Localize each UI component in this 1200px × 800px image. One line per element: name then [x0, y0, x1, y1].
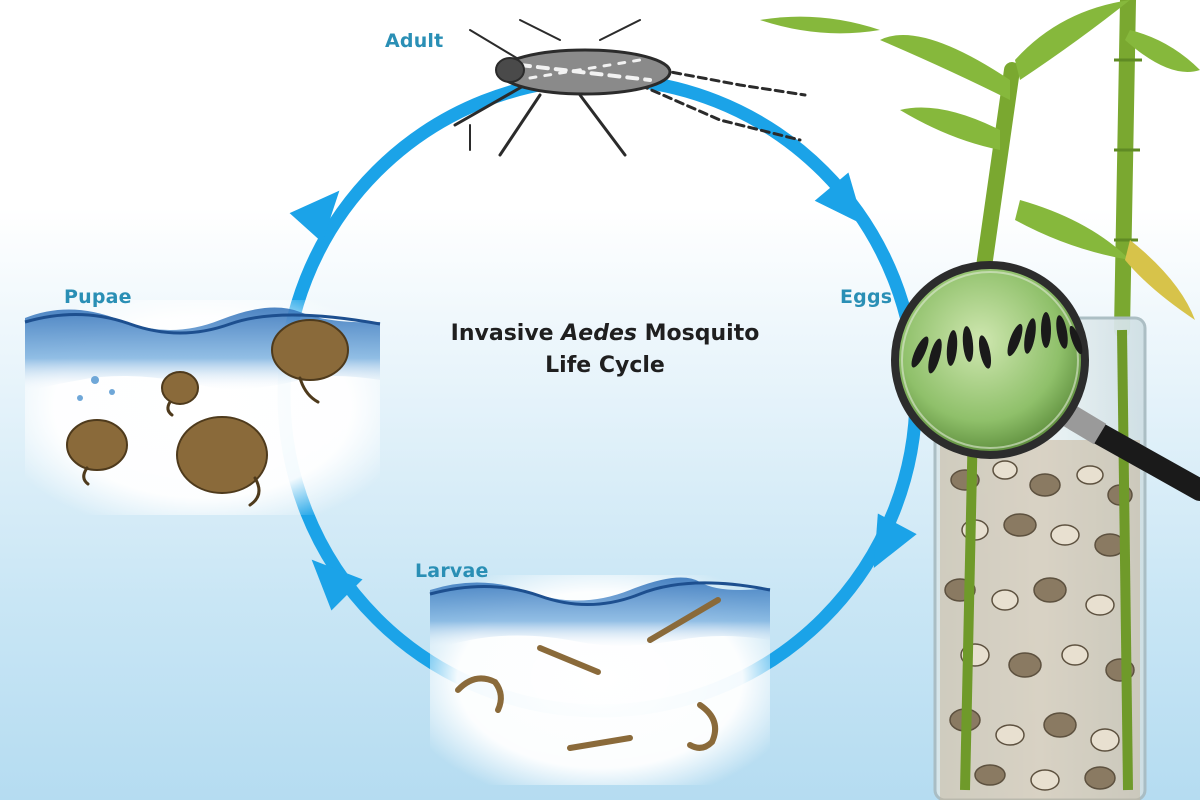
title-suffix: Mosquito — [636, 321, 760, 346]
cycle-arrow-to-eggs — [814, 172, 864, 225]
magnifier-eggs-image — [891, 261, 1200, 501]
title-prefix: Invasive — [450, 321, 562, 346]
cycle-arrow-to-larvae — [873, 513, 917, 568]
adult-mosquito-image — [453, 19, 807, 157]
cycle-arrow-to-pupae — [311, 559, 363, 611]
title-line2: Life Cycle — [545, 353, 665, 378]
title-genus: Aedes — [561, 321, 637, 346]
diagram-title: Invasive Aedes Mosquito Life Cycle — [405, 318, 805, 382]
cycle-arrow-to-adult — [289, 190, 340, 243]
stage-label-adult: Adult — [385, 30, 444, 52]
stage-label-pupae: Pupae — [64, 286, 132, 308]
stage-label-larvae: Larvae — [415, 560, 489, 582]
larvae-panel — [429, 575, 771, 785]
pupae-panel — [24, 300, 381, 515]
stage-label-eggs: Eggs — [840, 286, 893, 308]
